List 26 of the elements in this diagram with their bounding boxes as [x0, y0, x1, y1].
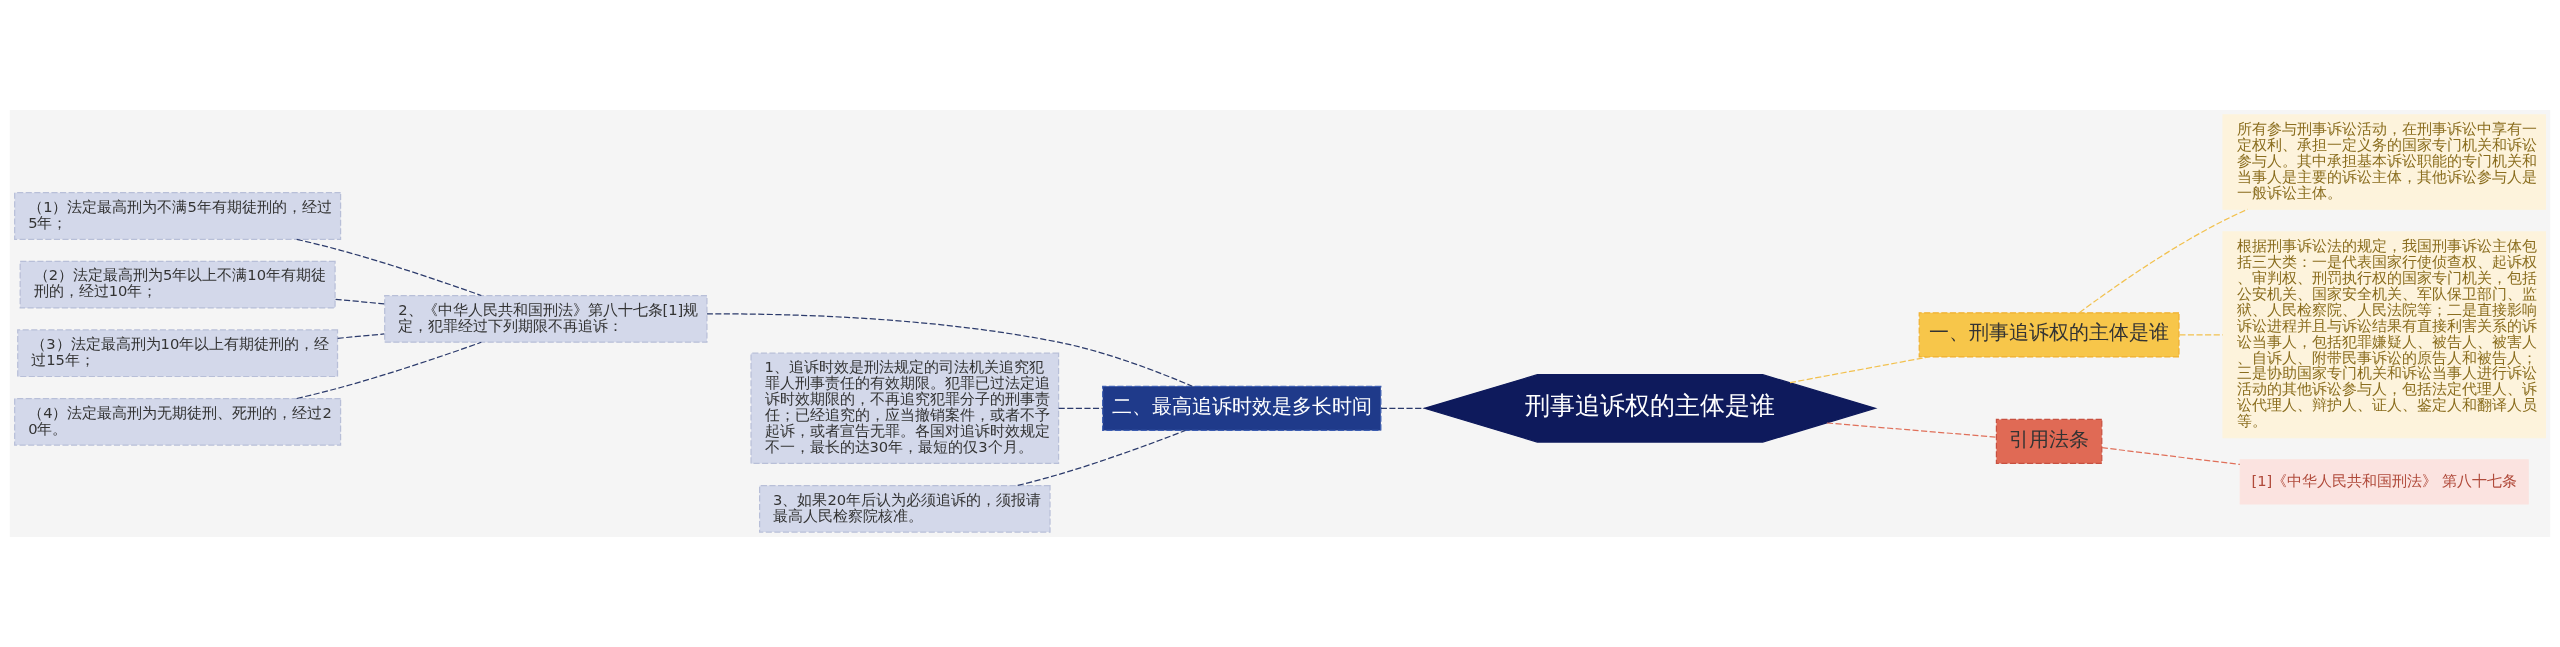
connector — [296, 341, 482, 400]
node-box: 根据刑事诉讼法的规定，我国刑事诉讼主体包括三大类：一是代表国家行使侦查权、起诉权、审判权、刑罚执行权的国家专门机关，包括公安机关、国家安全机关、军队保卫部门、监狱、人民检察院、人民法院等；二是直接影响诉讼进程并且与诉讼结果有直接利害关系的诉讼当事人，包括犯罪嫌疑人、被告人、被害人、自诉人、附带民事诉讼的原告人和被告人；三是协助国家专门机关和诉讼当事人进行诉讼活动的其他诉讼参与人，包括法定代理人、诉讼代理人、辩护人、证人、鉴定人和翻译人员等。 — [2222, 231, 2546, 439]
node-box: 3、如果20年后认为必须追诉的，须报请最高人民检察院核准。 — [759, 484, 1051, 533]
node-box: （3）法定最高刑为10年以上有期徒刑的，经过15年； — [17, 329, 339, 378]
connector — [2079, 208, 2249, 314]
node-box: 一、刑事追诉权的主体是谁 — [1918, 312, 2180, 358]
connector — [337, 333, 385, 339]
connector — [1380, 407, 1426, 409]
connector — [1017, 429, 1186, 487]
node-box: 2、《中华人民共和国刑法》第八十七条[1]规定，犯罪经过下列期限不再追诉： — [384, 295, 708, 343]
node-box: 1、追诉时效是刑法规定的司法机关追究犯罪人刑事责任的有效期限。犯罪已过法定追诉时效期限的，不再追究犯罪分子的刑事责任；已经追究的，应当撤销案件，或者不予起诉，或者宣告无罪。各国对追诉时效规定不一，最长的达30年，最短的仅3个月。 — [750, 352, 1060, 465]
node-box: 二、最高追诉时效是多长时间 — [1102, 385, 1382, 431]
connector — [1058, 407, 1104, 409]
node-box: （4）法定最高刑为无期徒刑、死刑的，经过20年。 — [14, 397, 342, 446]
connector — [2101, 447, 2241, 466]
node-box: （2）法定最高刑为5年以上不满10年有期徒刑的，经过10年； — [19, 260, 336, 309]
connector — [334, 298, 385, 305]
node-box: （1）法定最高刑为不满5年有期徒刑的，经过5年； — [14, 192, 342, 240]
connector — [1789, 356, 1930, 384]
node-box: 引用法条 — [1995, 418, 2103, 465]
connector — [706, 313, 1193, 387]
node-box: [1]《中华人民共和国刑法》 第八十七条 — [2239, 459, 2529, 505]
node-box: 所有参与刑事诉讼活动，在刑事诉讼中享有一定权利、承担一定义务的国家专门机关和诉讼参与人。其中承担基本诉讼职能的专门机关和当事人是主要的诉讼主体，其他诉讼参与人是一般诉讼主体。 — [2222, 114, 2546, 210]
connector — [1826, 422, 1997, 438]
connector — [296, 238, 482, 297]
connector — [2178, 334, 2224, 336]
